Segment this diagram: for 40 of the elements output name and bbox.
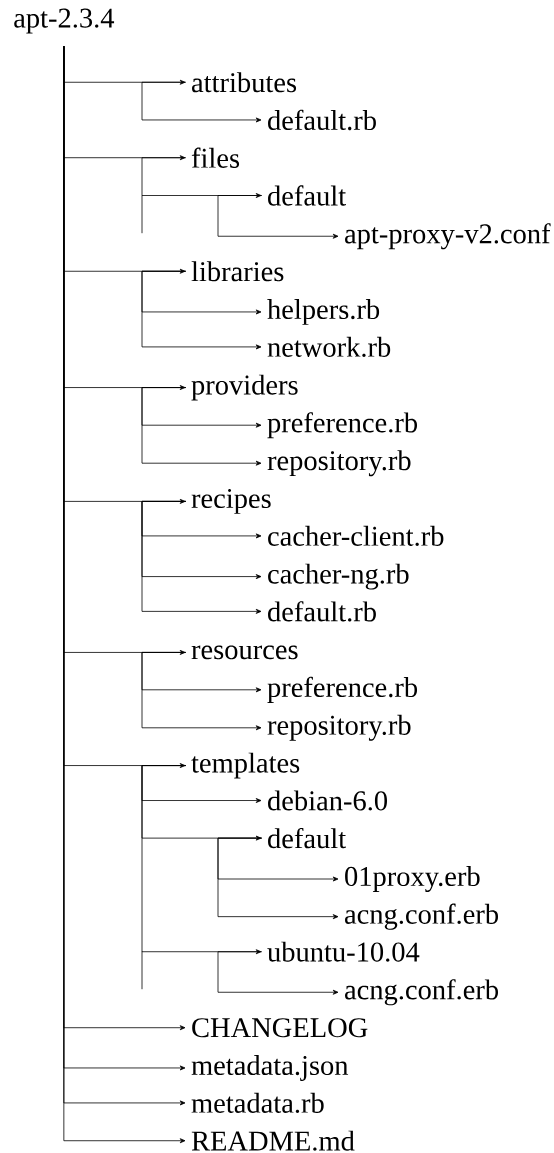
file-label: resources: [191, 645, 298, 660]
arrow: [141, 157, 262, 198]
file-label: cacher-client.rb: [268, 525, 444, 546]
file-label: files: [191, 147, 240, 168]
arrow: [141, 387, 262, 466]
file-label: libraries: [191, 261, 284, 282]
file-label: repository.rb: [267, 714, 411, 741]
file-label: metadata.rb: [191, 1092, 324, 1113]
file-label: templates: [191, 752, 300, 779]
file-label: default.rb: [268, 601, 376, 622]
file-label: default: [268, 827, 346, 849]
file-label: providers: [191, 374, 298, 401]
file-label: ubuntu-10.04: [267, 941, 420, 962]
file-label: cacher-ng.rb: [268, 563, 409, 590]
file-label: default.rb: [268, 109, 376, 131]
arrow: [217, 195, 339, 239]
file-label: acng.conf.erb: [345, 979, 498, 1006]
arrow: [141, 81, 262, 123]
file-label: network.rb: [267, 336, 391, 357]
file-label: helpers.rb: [267, 299, 380, 325]
arrow: [217, 837, 339, 920]
root-folder-label: apt-2.3.4: [14, 8, 115, 34]
arrow: [141, 270, 262, 350]
file-label: 01proxy.erb: [345, 866, 480, 892]
file-label: recipes: [191, 488, 271, 514]
file-label: README.md: [191, 1130, 355, 1151]
arrow: [141, 765, 262, 955]
file-label: debian-6.0: [268, 790, 387, 811]
file-label: metadata.json: [191, 1055, 349, 1081]
file-label: apt-proxy-v2.conf: [345, 223, 551, 250]
file-label: acng.conf.erb: [345, 903, 498, 930]
file-label: repository.rb: [267, 450, 411, 477]
file-label: CHANGELOG: [192, 1018, 368, 1038]
file-label: preference.rb: [267, 676, 417, 703]
arrow: [141, 501, 262, 614]
arrow: [217, 951, 339, 995]
file-label: default: [268, 185, 346, 206]
file-label: attributes: [192, 72, 297, 93]
file-label: preference.rb: [267, 412, 417, 439]
arrow: [141, 652, 262, 731]
